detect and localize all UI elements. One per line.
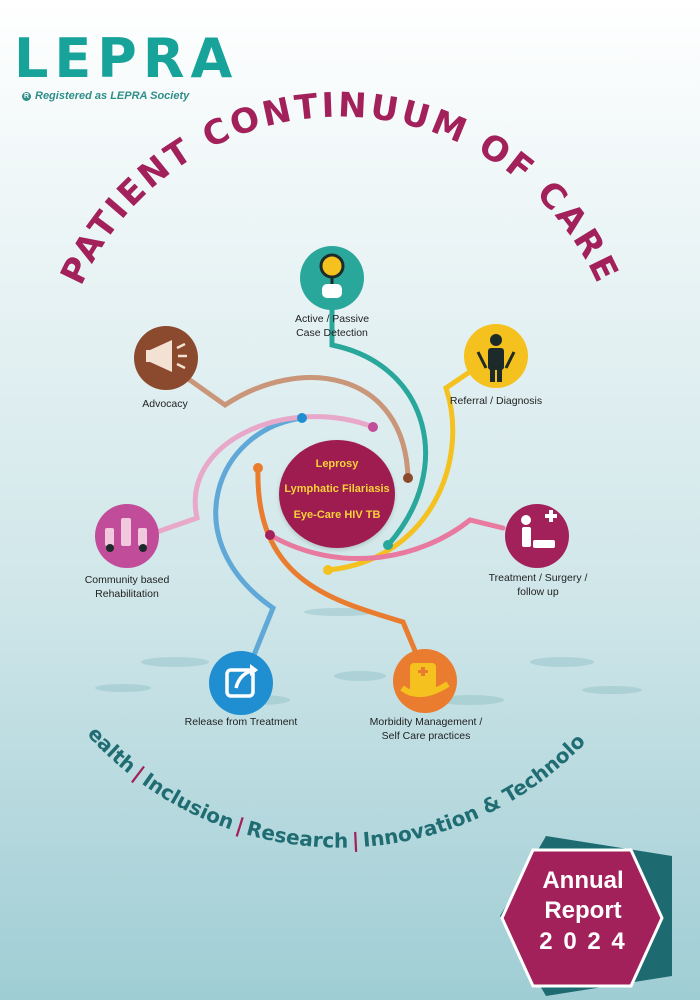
- registration-text: Registered as LEPRA Society: [35, 90, 190, 102]
- stage-treatment-line2: follow up: [517, 585, 559, 598]
- stage-cbr: Community based Rehabilitation: [72, 574, 182, 601]
- stage-morbidity: Morbidity Management / Self Care practic…: [356, 716, 496, 743]
- stage-detection-line2: Case Detection: [296, 326, 368, 339]
- core-diseases-circle: Leprosy Lymphatic Filariasis Eye-Care HI…: [279, 440, 395, 548]
- stage-treatment-line1: Treatment / Surgery /: [488, 572, 588, 584]
- stage-treatment: Treatment / Surgery / follow up: [478, 572, 598, 599]
- registration-note: R Registered as LEPRA Society: [22, 90, 189, 102]
- pillar-inclusion: Inclusion: [138, 768, 237, 835]
- pillar-health: Health: [0, 0, 141, 778]
- connector-end-dots: [253, 413, 413, 575]
- megaphone-icon: [134, 326, 198, 390]
- connector-referral: [325, 364, 480, 573]
- lepra-logo: LEPRA: [14, 27, 239, 90]
- core-line-2: Lymphatic Filariasis: [284, 483, 390, 495]
- stage-morbidity-line2: Self Care practices: [381, 729, 471, 742]
- magnifier-hand-icon: [300, 246, 364, 310]
- community-icon: [95, 504, 159, 568]
- body-scan-icon: [464, 324, 528, 388]
- spiral-connectors: [154, 297, 506, 673]
- stage-morbidity-line1: Morbidity Management /: [369, 716, 483, 728]
- stage-cbr-line2: Rehabilitation: [95, 587, 159, 600]
- stage-release: Release from Treatment: [171, 716, 311, 730]
- connector-morbidity: [255, 465, 426, 673]
- stage-cbr-line1: Community based: [84, 574, 170, 586]
- stage-detection: Active / Passive Case Detection: [282, 313, 382, 340]
- stage-referral-line1: Referral / Diagnosis: [449, 395, 543, 407]
- doctor-patient-icon: [505, 504, 569, 568]
- annual-report-badge: [500, 836, 672, 996]
- stage-advocacy: Advocacy: [125, 398, 205, 412]
- floor-shadows: [95, 608, 642, 705]
- stage-advocacy-line1: Advocacy: [142, 398, 188, 410]
- report-line-1: Annual: [542, 867, 624, 894]
- connector-advocacy: [184, 375, 411, 481]
- registered-mark-icon: R: [22, 91, 31, 101]
- connector-detection: [329, 297, 429, 548]
- caring-hands-icon: [393, 649, 457, 713]
- share-arrow-icon: [209, 651, 273, 715]
- report-line-2: Report: [544, 897, 622, 924]
- core-line-1: Leprosy: [315, 458, 359, 470]
- report-year: 2 0 2 4: [539, 928, 627, 955]
- stage-detection-line1: Active / Passive: [294, 313, 370, 325]
- stage-referral: Referral / Diagnosis: [440, 395, 552, 409]
- connector-treatment: [267, 517, 506, 561]
- connector-cbr: [154, 414, 376, 535]
- pillar-research: Research: [244, 816, 348, 853]
- annual-report-label: Annual Report 2 0 2 4: [520, 866, 646, 958]
- stage-release-line1: Release from Treatment: [184, 716, 298, 728]
- pillar-separator: |: [351, 828, 359, 852]
- core-line-3: Eye-Care HIV TB: [293, 509, 381, 521]
- connector-release: [213, 415, 305, 658]
